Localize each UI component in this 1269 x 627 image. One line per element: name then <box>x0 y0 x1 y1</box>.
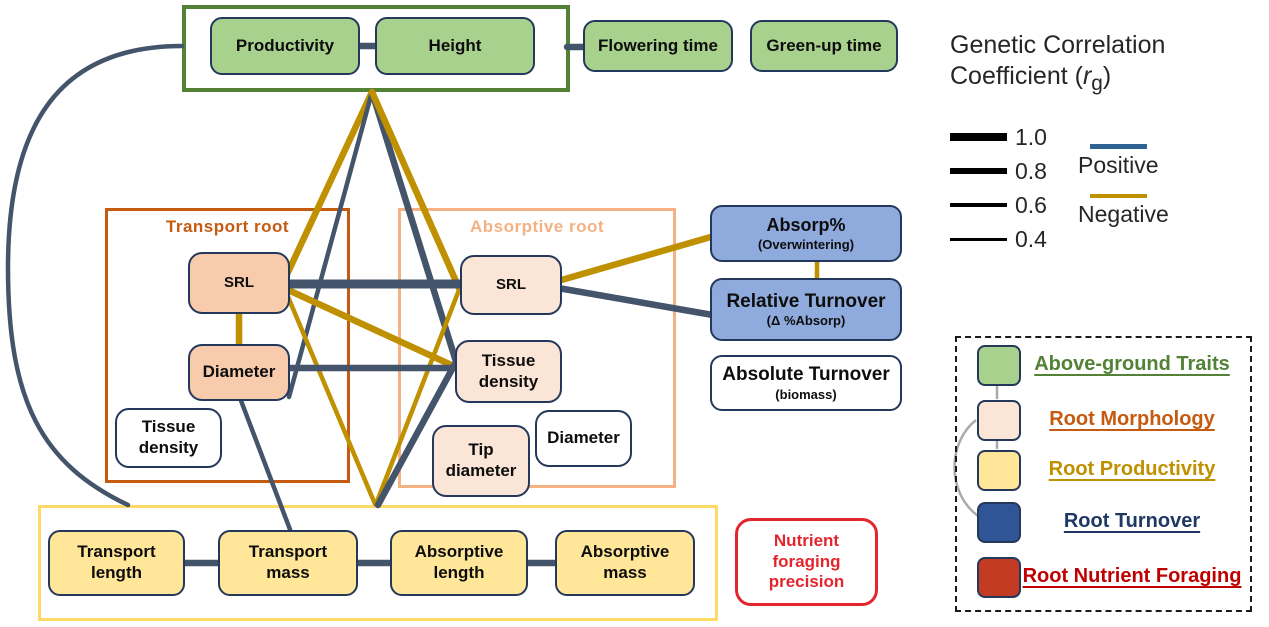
node-absorptive-tissue-density: Tissue density <box>455 340 562 403</box>
edge-above-ground-box--transport-diameter <box>286 89 375 400</box>
node-productivity: Productivity <box>210 17 360 75</box>
absorp-pct-sublabel: (Overwintering) <box>757 236 855 252</box>
node-nutrient-foraging-precision: Nutrient foraging precision <box>735 518 878 606</box>
node-transport-mass: Transport mass <box>218 530 358 596</box>
node-relative-turnover: Relative Turnover(Δ %Absorp) <box>710 278 902 341</box>
absorptive-tissue-density-label: Tissue density <box>478 350 539 391</box>
edge-transport-srl--absorptive-tissue-density <box>282 285 464 373</box>
node-absorp-pct: Absorp%(Overwintering) <box>710 205 902 262</box>
node-transport-tissue-density: Tissue density <box>115 408 222 468</box>
thickness-line-sample <box>950 133 1007 141</box>
transport-length-label: Transport length <box>77 542 156 582</box>
edge-absorptive-srl--absorp-pct <box>554 226 739 285</box>
edge-above-ground-box--absorptive-srl <box>368 88 463 292</box>
flowering-time-label: Flowering time <box>598 35 718 55</box>
node-absorptive-mass: Absorptive mass <box>555 530 695 596</box>
node-transport-srl: SRL <box>188 252 290 314</box>
absorptive-diameter-label: Diameter <box>547 428 620 448</box>
edge-transport-diameter--transport-mass <box>237 395 297 543</box>
root-nutrient-foraging-label: Root Nutrient Foraging <box>1022 565 1242 587</box>
root-productivity-color-swatch <box>977 450 1021 491</box>
height-label: Height <box>428 35 482 55</box>
nutrient-foraging-precision-label: Nutrient foraging precision <box>768 530 845 592</box>
correlation-legend: Genetic Correlation Coefficient (rg) 1.0… <box>940 30 1265 260</box>
above-ground-traits-label: Above-ground Traits <box>1034 353 1230 375</box>
rg-symbol: r <box>1082 61 1092 90</box>
absolute-turnover-sublabel: (biomass) <box>775 386 837 402</box>
absorptive-srl-label: SRL <box>496 275 526 293</box>
correlation-legend-title: Genetic Correlation Coefficient (rg) <box>950 31 1166 95</box>
thickness-line-sample <box>950 168 1007 174</box>
legend-connector-2 <box>953 419 979 517</box>
thickness-value: 0.4 <box>1015 225 1047 252</box>
edge-above-ground-box--root-productivity-box <box>5 43 185 508</box>
thickness-item-1.0: 1.0 <box>950 120 1100 154</box>
productivity-label: Productivity <box>235 35 335 55</box>
root-morphology-label: Root Morphology <box>1049 408 1215 430</box>
thickness-value: 1.0 <box>1015 123 1047 150</box>
transport-mass-label: Transport mass <box>248 542 328 582</box>
thickness-value: 0.6 <box>1015 191 1047 218</box>
node-transport-length: Transport length <box>48 530 185 596</box>
edge-transport-srl--root-productivity-box <box>283 289 378 507</box>
absolute-turnover-label: Absolute Turnover <box>722 364 890 386</box>
transport-diameter-label: Diameter <box>202 362 276 382</box>
edge-above-ground-box--absorptive-tissue-density <box>368 88 462 372</box>
edge-absorptive-tissue-density--root-productivity-box <box>374 358 460 509</box>
root-productivity-label: Root Productivity <box>1048 458 1216 480</box>
node-absolute-turnover: Absolute Turnover(biomass) <box>710 355 902 411</box>
negative-line-sample <box>1090 193 1147 198</box>
transport-root-box-title: Transport root <box>165 217 290 236</box>
thickness-value: 0.8 <box>1015 157 1047 184</box>
thickness-line-sample <box>950 202 1007 208</box>
node-height: Height <box>375 17 535 75</box>
thickness-scale: 1.0 0.8 0.6 0.4 <box>950 120 1100 256</box>
node-absorptive-length: Absorptive length <box>390 530 528 596</box>
edge-above-ground-box--transport-srl <box>279 88 376 287</box>
absorptive-length-label: Absorptive length <box>414 542 504 582</box>
negative-label: Negative <box>1078 201 1169 227</box>
node-green-up-time: Green-up time <box>750 20 898 72</box>
root-morphology-color-swatch <box>977 400 1021 441</box>
node-tip-diameter: Tip diameter <box>432 425 530 497</box>
thickness-line-sample <box>950 237 1007 241</box>
node-flowering-time: Flowering time <box>583 20 733 72</box>
thickness-item-0.4: 0.4 <box>950 222 1100 256</box>
thickness-item-0.8: 0.8 <box>950 154 1100 188</box>
positive-line-sample <box>1090 144 1147 149</box>
transport-tissue-density-label: Tissue density <box>138 417 199 457</box>
sign-scale: Positive Negative <box>1078 144 1228 228</box>
relative-turnover-label: Relative Turnover <box>726 290 886 312</box>
transport-srl-label: SRL <box>224 273 254 291</box>
edge-absorptive-srl--root-productivity-box <box>373 287 462 507</box>
node-absorptive-diameter: Diameter <box>535 410 632 467</box>
absorptive-root-box-title: Absorptive root <box>469 217 605 236</box>
above-ground-traits-color-swatch <box>977 345 1021 386</box>
absorptive-mass-label: Absorptive mass <box>580 542 670 582</box>
absorp-pct-label: Absorp% <box>766 214 846 235</box>
root-turnover-label: Root Turnover <box>1063 510 1201 532</box>
tip-diameter-label: Tip diameter <box>445 440 517 480</box>
thickness-item-0.6: 0.6 <box>950 188 1100 222</box>
root-nutrient-foraging-color-swatch <box>977 557 1021 598</box>
root-turnover-color-swatch <box>977 502 1021 543</box>
positive-label: Positive <box>1078 151 1159 178</box>
green-up-time-label: Green-up time <box>766 35 882 55</box>
node-transport-diameter: Diameter <box>188 344 290 401</box>
node-absorptive-srl: SRL <box>460 255 562 315</box>
edge-absorptive-srl--relative-turnover <box>554 284 734 322</box>
relative-turnover-sublabel: (Δ %Absorp) <box>766 313 846 329</box>
